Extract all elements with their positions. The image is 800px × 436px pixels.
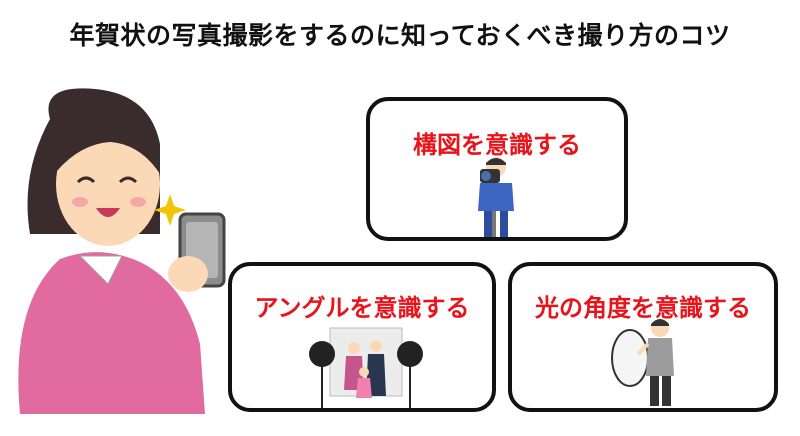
woman-smartphone-illustration xyxy=(18,88,226,414)
card-label-light-angle: 光の角度を意識する xyxy=(535,294,751,322)
family-photo-studio-icon xyxy=(309,327,423,408)
tip-card-composition: 構図を意識する xyxy=(366,97,628,241)
photographer-with-tripod-icon xyxy=(478,157,514,237)
card-label-angle: アングルを意識する xyxy=(254,294,470,322)
card-label-composition: 構図を意識する xyxy=(413,131,581,159)
person-with-reflector-icon xyxy=(611,319,674,406)
page-title: 年賀状の写真撮影をするのに知っておくべき撮り方のコツ xyxy=(69,21,731,50)
tip-card-light-angle: 光の角度を意識する xyxy=(508,262,778,412)
tip-card-angle: アングルを意識する xyxy=(228,262,496,412)
